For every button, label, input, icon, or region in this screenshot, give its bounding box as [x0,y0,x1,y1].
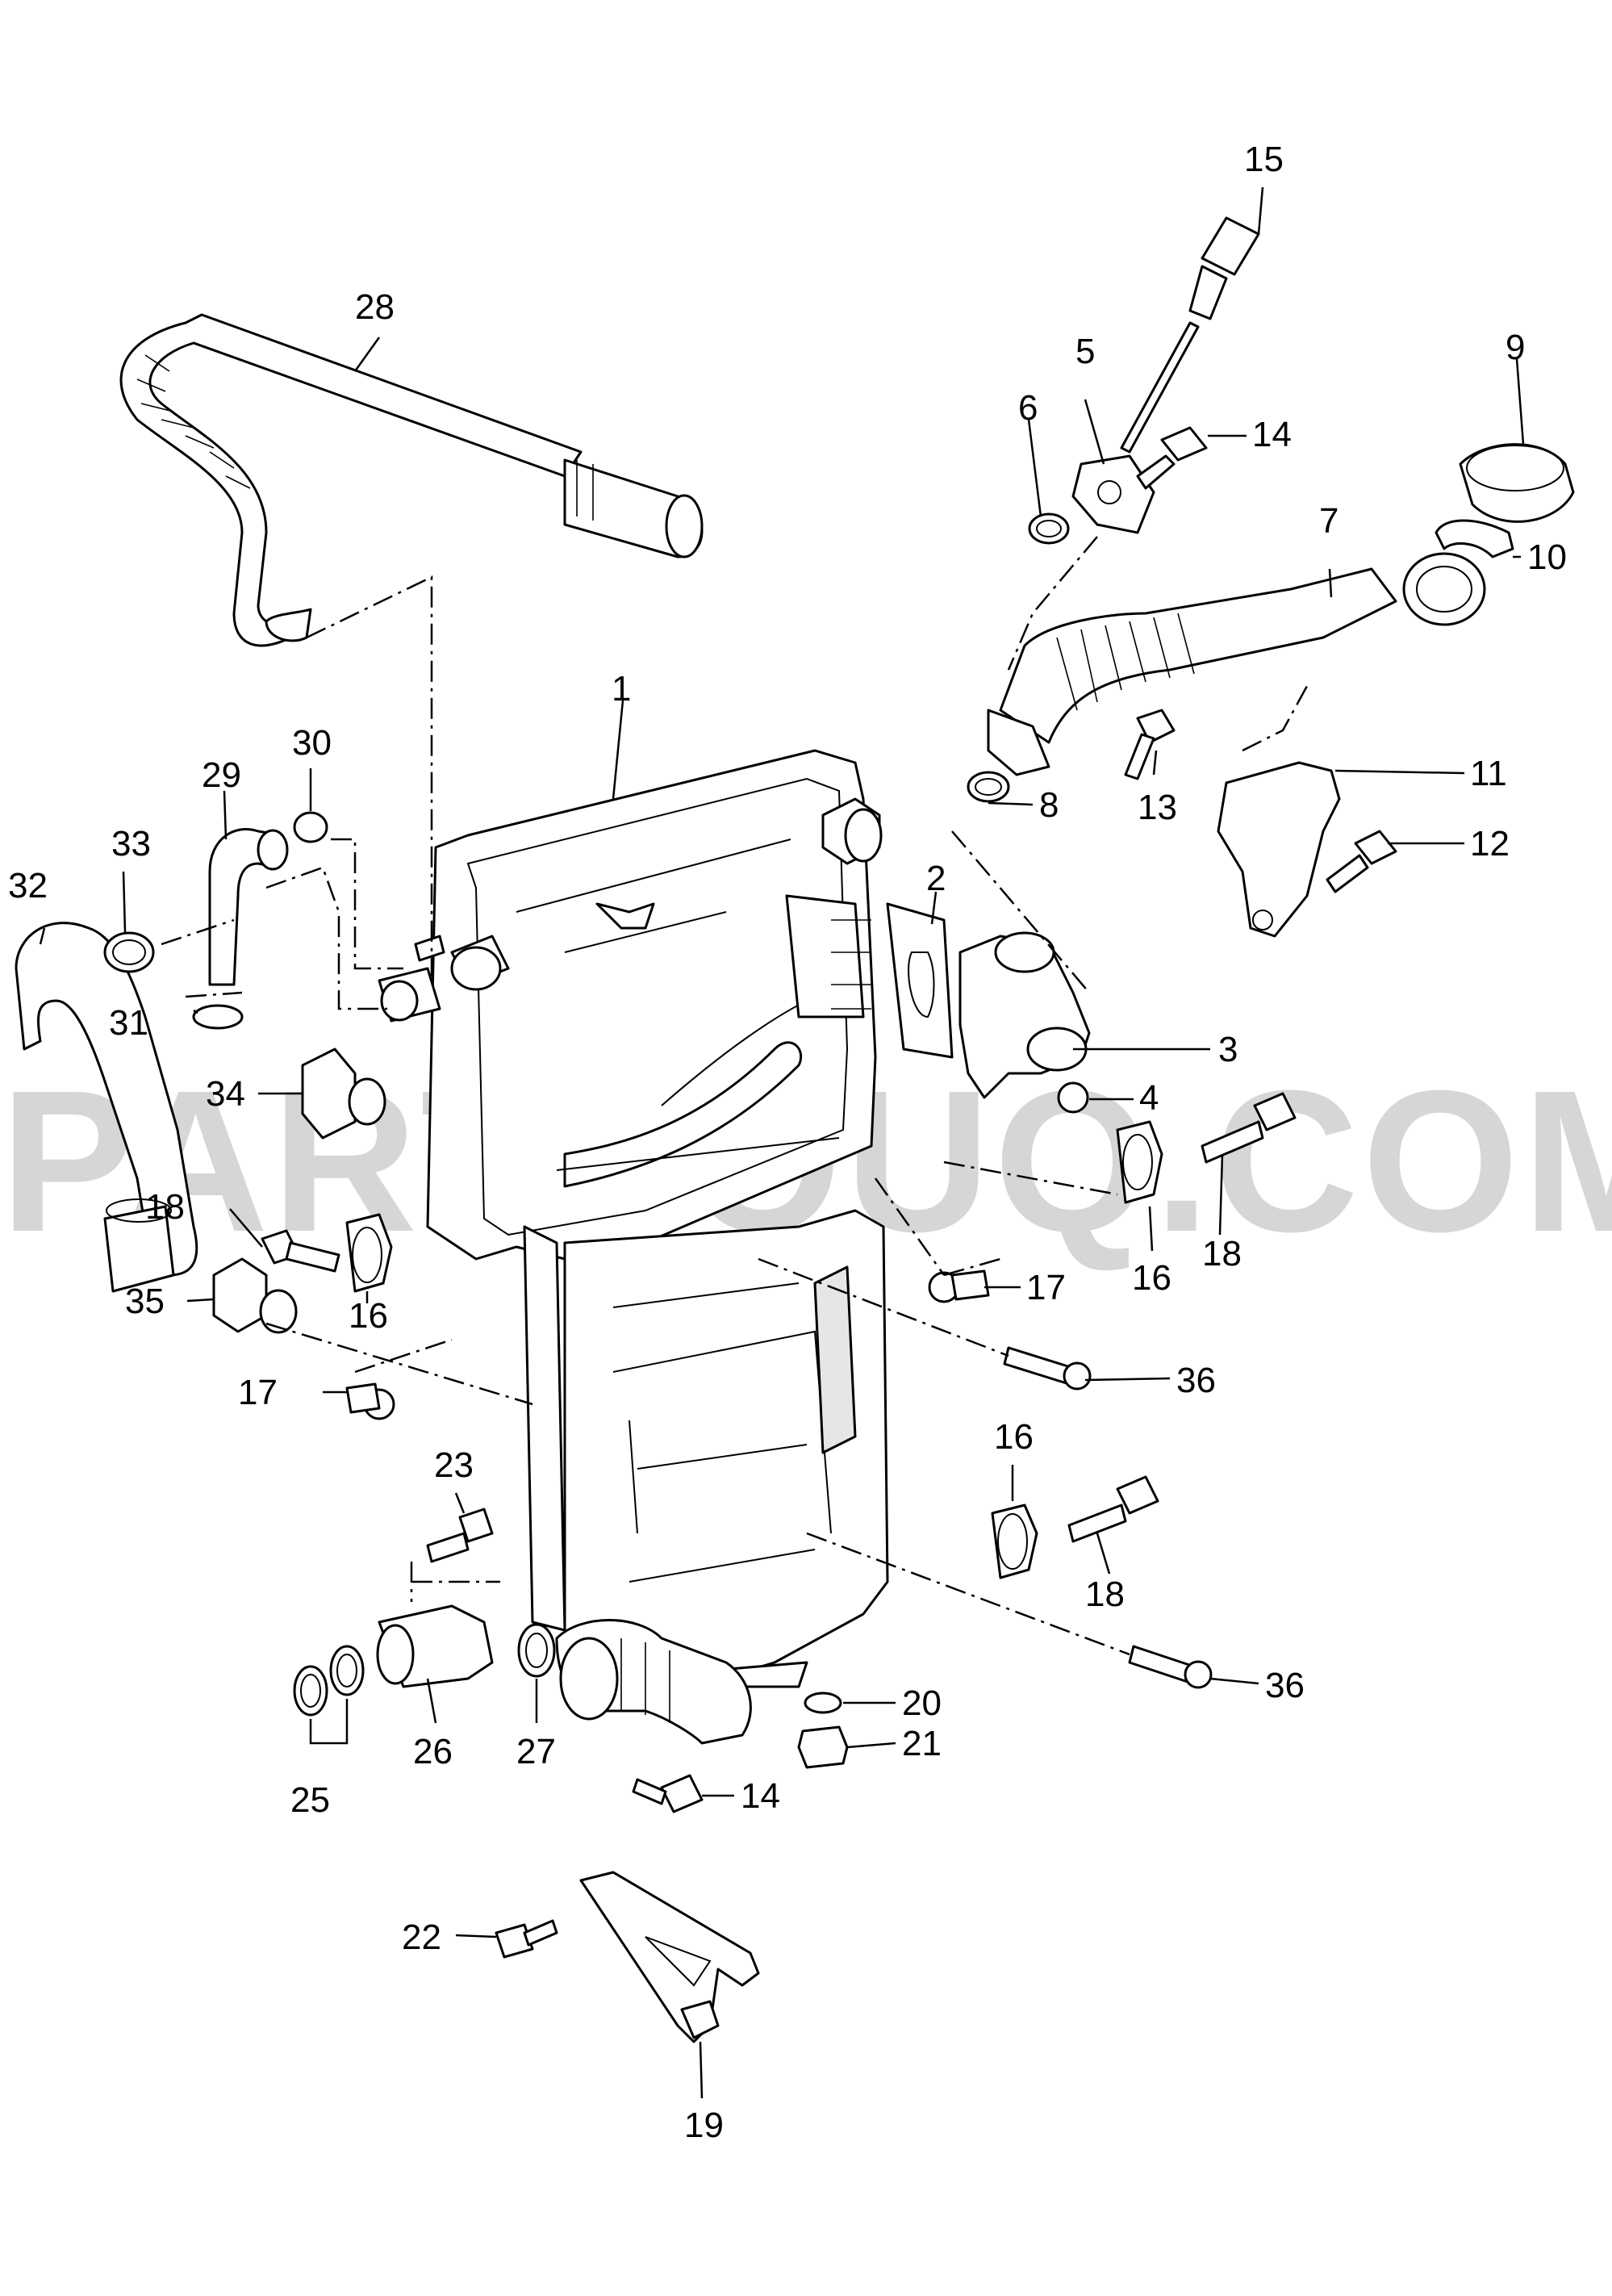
callout-17-right: 17 [1026,1268,1066,1307]
part-27-seal-ring[interactable] [517,1623,556,1678]
part-14-bolt-lower[interactable] [632,1774,704,1813]
part-31-clamp[interactable] [192,1004,244,1030]
part-14-bolt-top[interactable] [1136,426,1208,490]
callout-15: 15 [1244,140,1284,179]
leader-lines [39,186,1525,2099]
callout-14-lower: 14 [741,1776,780,1816]
part-5-flange[interactable] [1071,454,1155,534]
callout-16-lower: 16 [994,1417,1034,1457]
callout-9: 9 [1506,328,1525,367]
part-9-cap[interactable] [1459,443,1575,523]
part-16-spacer-left[interactable] [345,1213,393,1293]
callout-3: 3 [1218,1030,1238,1069]
part-8-seal-ring[interactable] [967,771,1010,803]
callout-12: 12 [1470,824,1510,864]
callout-22: 22 [402,1918,441,1957]
callout-32: 32 [8,866,48,905]
part-26-elbow[interactable] [376,1604,494,1688]
callout-35: 35 [125,1282,165,1321]
callout-33: 33 [111,824,151,864]
part-7-filler-pipe[interactable] [987,552,1486,776]
part-30-clamp[interactable] [293,811,328,843]
callout-30: 30 [292,723,332,763]
part-15-sensor[interactable] [1120,216,1260,454]
callout-labels: 1 2 3 4 5 6 7 8 9 10 11 12 13 14 14 15 1… [8,140,1567,2145]
callout-13: 13 [1138,788,1177,827]
callout-17-left: 17 [238,1373,278,1412]
callout-6: 6 [1018,388,1038,428]
construction-lines [161,536,1309,1656]
callout-29: 29 [202,755,241,795]
callout-14-top: 14 [1252,415,1292,454]
callout-20: 20 [902,1683,942,1723]
part-2-gasket[interactable] [886,902,954,1059]
part-10-clip[interactable] [1435,519,1514,558]
part-16-spacer-right[interactable] [1116,1120,1163,1204]
part-19-bracket[interactable] [579,1871,760,2043]
callout-18-right: 18 [1202,1234,1242,1273]
part-28-hose[interactable] [119,313,704,647]
part-11-bracket[interactable] [1217,761,1341,938]
callout-25: 25 [290,1780,330,1820]
callout-28: 28 [355,287,395,327]
callout-26: 26 [413,1732,453,1771]
callout-19: 19 [684,2106,724,2145]
callout-21: 21 [902,1724,942,1763]
part-13-bolt[interactable] [1124,709,1176,780]
callout-36-lower: 36 [1265,1666,1305,1705]
part-32-hose[interactable] [15,922,198,1293]
part-18-bolt-right[interactable] [1201,1092,1297,1164]
part-29-hose[interactable] [208,827,289,986]
callout-34: 34 [206,1074,245,1114]
part-20-seal[interactable] [804,1692,842,1714]
callout-2: 2 [926,859,946,898]
part-17-bolt-left[interactable] [345,1382,395,1420]
part-3-housing[interactable] [958,931,1091,1099]
stud-plate [785,894,871,1018]
outlet-pipe [555,1619,752,1745]
part-36-bolt-upper[interactable] [1003,1346,1092,1391]
part-18-bolt-left[interactable] [261,1229,340,1273]
tank-left-fittings [378,935,510,1023]
part-16-spacer-lower[interactable] [991,1503,1038,1579]
callout-1: 1 [612,669,631,709]
part-33-clamp[interactable] [103,931,155,973]
part-17-bolt-right[interactable] [928,1269,990,1303]
part-35-plug[interactable] [212,1257,298,1334]
part-34-plug[interactable] [301,1048,386,1140]
callout-27: 27 [516,1732,556,1771]
part-21-plug[interactable] [797,1725,849,1769]
part-1-oil-tank[interactable] [426,749,889,1688]
part-4-nut[interactable] [1057,1081,1089,1114]
part-23-bolt[interactable] [426,1508,494,1563]
callout-18-left: 18 [145,1187,185,1227]
part-36-bolt-lower[interactable] [1128,1645,1213,1689]
part-25-seal-rings[interactable] [293,1645,365,1717]
callout-18-lower: 18 [1085,1575,1125,1614]
part-22-bolt[interactable] [495,1919,558,1959]
callout-10: 10 [1527,537,1567,577]
tank-filler-fitting [595,797,883,930]
callout-16-right: 16 [1132,1258,1171,1298]
callout-11: 11 [1470,754,1507,793]
callout-16-left: 16 [349,1296,388,1336]
callout-8: 8 [1039,785,1059,825]
part-18-bolt-lower[interactable] [1067,1475,1159,1543]
part-12-bolt[interactable] [1326,830,1397,893]
callout-31: 31 [109,1003,148,1043]
callout-23: 23 [434,1445,474,1485]
callout-7: 7 [1319,501,1338,541]
callout-5: 5 [1075,332,1095,371]
callout-36-upper: 36 [1176,1361,1216,1400]
part-6-seal-ring[interactable] [1028,512,1070,545]
callout-4: 4 [1139,1078,1159,1118]
